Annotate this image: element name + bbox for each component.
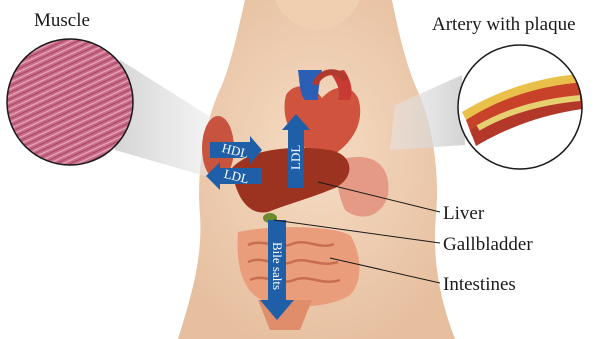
ldl-arrow-up-label: LDL (288, 145, 303, 170)
gallbladder-label: Gallbladder (443, 234, 533, 255)
intestines-label: Intestines (443, 274, 516, 295)
muscle-magnified-view (0, 30, 140, 180)
liver-label: Liver (443, 203, 485, 224)
bile-salts-arrow-label: Bile salts (270, 242, 285, 290)
muscle-label: Muscle (34, 10, 90, 31)
artery-magnified-view (458, 45, 590, 169)
artery-label: Artery with plaque (432, 14, 576, 35)
